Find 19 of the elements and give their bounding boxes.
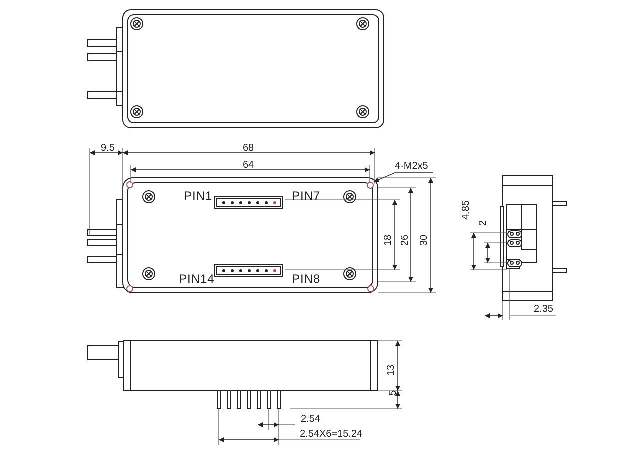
callout-text: 4-M2x5: [395, 161, 428, 172]
dimension-value: 26: [400, 234, 411, 246]
dimension-value: 2.54: [301, 414, 320, 425]
dimension-value: 64: [243, 160, 254, 171]
pin-label: PIN8: [292, 274, 321, 285]
dimension-value: 2: [478, 220, 489, 226]
pin-label: PIN1: [184, 191, 213, 202]
dimension-value: 68: [243, 143, 254, 154]
dimension-value: 18: [383, 234, 394, 246]
dimension-value: 4.85: [461, 200, 472, 220]
dimension-value: 2.54X6=15.24: [300, 429, 363, 440]
pin-label: PIN7: [292, 191, 321, 202]
dimension-value: 2.35: [534, 304, 554, 315]
dimension-value: 30: [419, 234, 430, 246]
leader-line: [374, 172, 434, 182]
pin-label: PIN14: [179, 274, 215, 285]
dimension-value: 13: [386, 364, 397, 376]
dimension-value: 5: [388, 390, 399, 396]
dimension-value: 9.5: [101, 143, 115, 154]
